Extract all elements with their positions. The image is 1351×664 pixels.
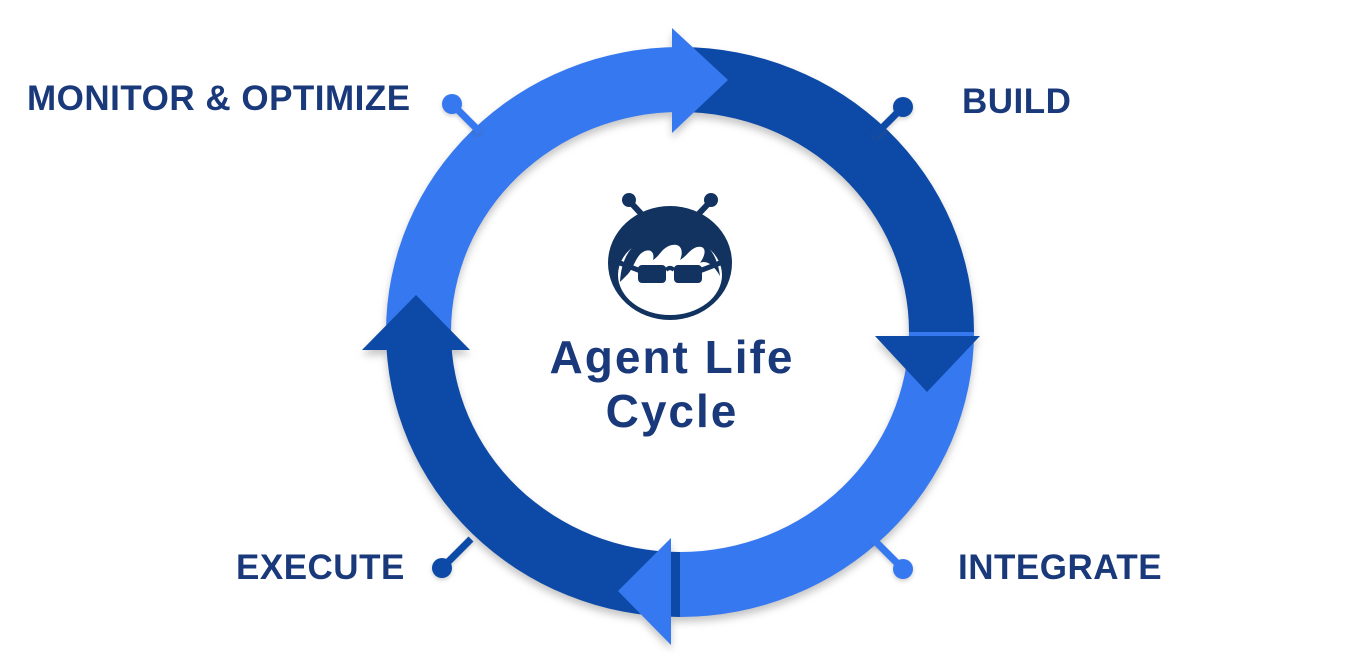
sunglasses-left-lens (638, 265, 666, 283)
arc-execute-segment (386, 332, 680, 617)
sunglasses-bridge (664, 266, 676, 272)
arrowhead-left-icon (362, 295, 470, 350)
antenna-right-ball (704, 193, 718, 207)
sunglasses-right-arm (699, 260, 723, 273)
stage-connectors (432, 94, 913, 579)
arc-monitor-segment (386, 47, 680, 332)
connector-dot-monitor (442, 94, 462, 114)
stage-label-integrate: INTEGRATE (958, 548, 1163, 587)
agent-bot-face-icon (608, 193, 732, 320)
arc-build-segment (680, 47, 974, 332)
arrowhead-right-icon (875, 336, 980, 392)
bot-hair (620, 233, 720, 282)
diagram-title-line1: Agent Life (549, 331, 795, 383)
sunglasses-left-arm (617, 260, 641, 273)
stage-label-monitor-optimize: MONITOR & OPTIMIZE (27, 79, 411, 118)
diagram-title: Agent Life Cycle (550, 330, 795, 438)
connector-dot-build (893, 97, 913, 117)
stage-label-execute: EXECUTE (236, 548, 405, 587)
arc-integrate-segment (680, 332, 974, 617)
stage-label-build: BUILD (962, 82, 1072, 121)
cycle-ring (362, 28, 980, 645)
diagram-title-line2: Cycle (605, 385, 739, 437)
sunglasses-right-lens (674, 265, 702, 283)
arrowhead-top-icon (672, 28, 728, 133)
connector-dot-integrate (893, 559, 913, 579)
connector-dot-execute (432, 558, 452, 578)
antenna-left-ball (622, 193, 636, 207)
bot-face (618, 235, 722, 315)
arrowhead-bottom-icon (618, 538, 671, 645)
